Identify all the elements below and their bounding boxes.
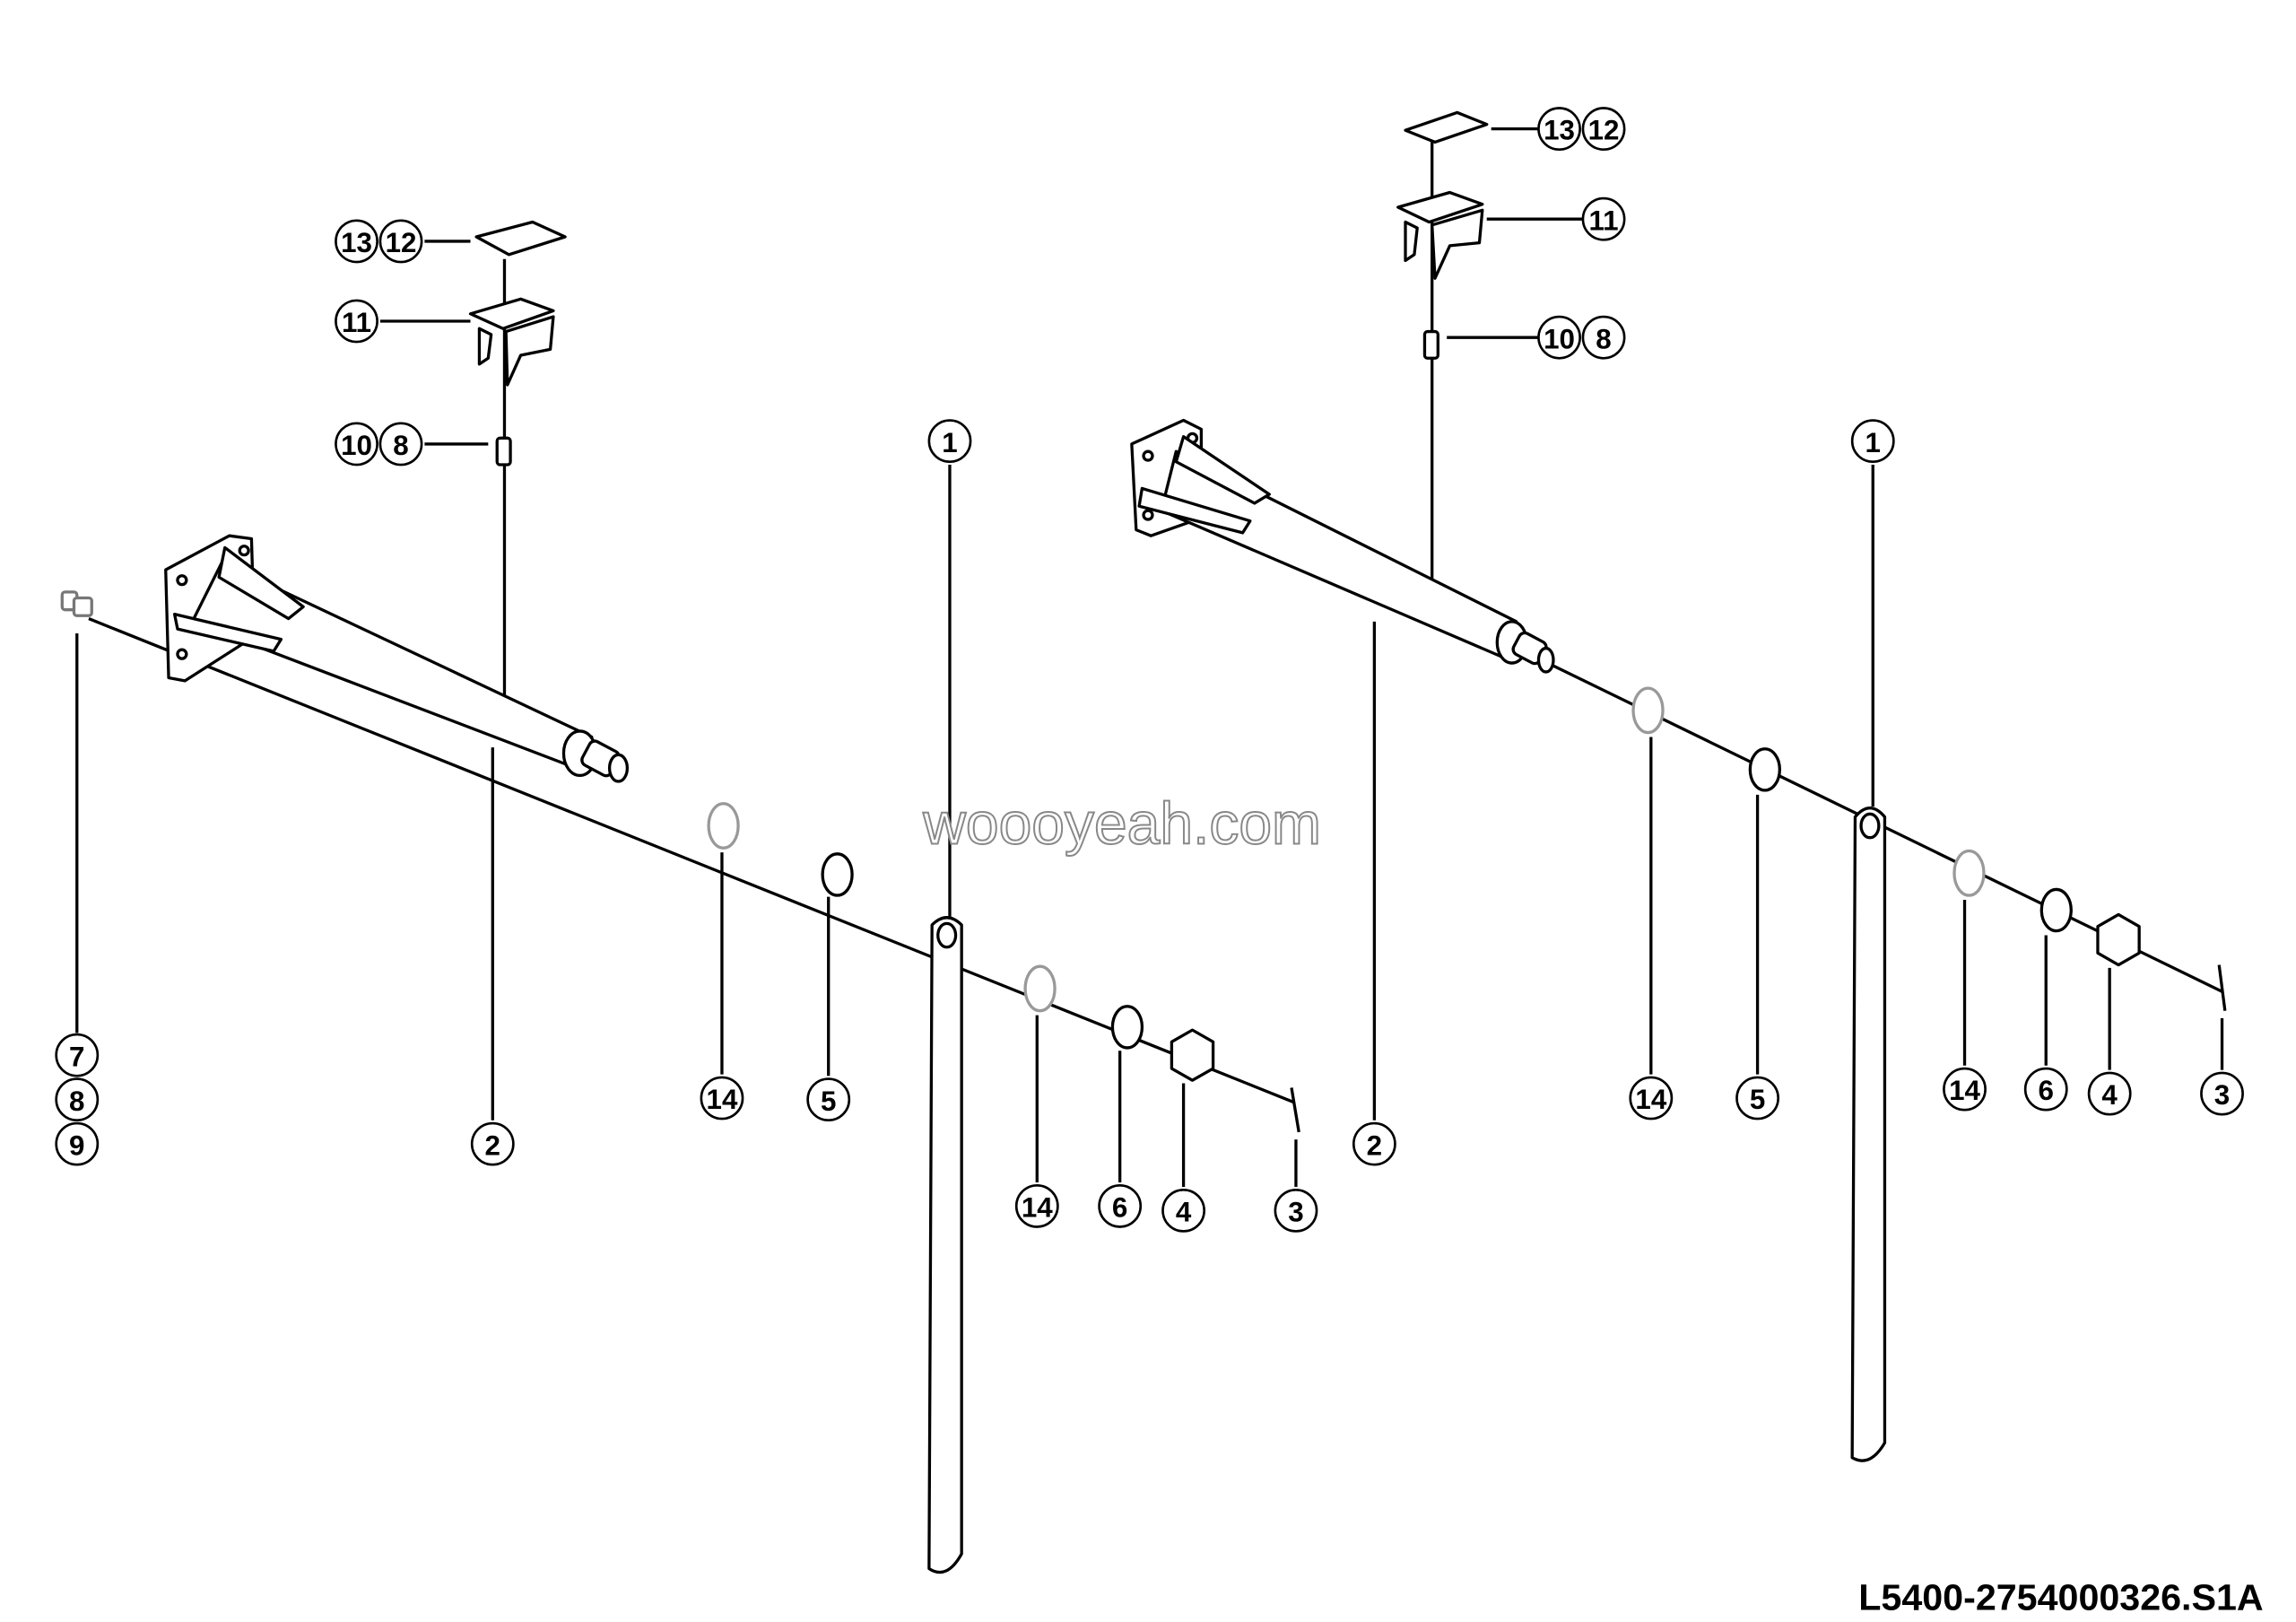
svg-text:1: 1 (942, 427, 957, 458)
callout-1: 1 (927, 419, 972, 464)
callout-1: 1 (1850, 419, 1895, 464)
callout-2: 2 (470, 1121, 515, 1166)
svg-text:6: 6 (2039, 1075, 2054, 1106)
right-assembly: 13 12 11 10 8 1 2 14 5 14 6 4 3 (1130, 107, 2244, 1462)
svg-text:1: 1 (1866, 427, 1881, 458)
callout-5: 5 (806, 1077, 851, 1122)
svg-text:5: 5 (821, 1086, 836, 1117)
washer (1631, 686, 1665, 735)
svg-text:8: 8 (69, 1086, 84, 1117)
svg-text:2: 2 (485, 1129, 500, 1161)
shim (1404, 110, 1489, 144)
callout-2: 2 (1352, 1121, 1396, 1166)
callout-11: 11 (1581, 196, 1626, 241)
callout-13: 13 (335, 219, 378, 264)
bracket (468, 297, 555, 387)
svg-text:12: 12 (386, 227, 417, 258)
callout-9: 9 (55, 1121, 100, 1166)
svg-text:11: 11 (1588, 205, 1618, 236)
callout-5: 5 (1735, 1076, 1779, 1121)
callout-8: 8 (378, 422, 423, 467)
cotter-pin (2217, 964, 2227, 1011)
callout-4: 4 (2087, 1071, 2132, 1116)
callout-8: 8 (1581, 315, 1626, 360)
callout-14: 14 (1629, 1076, 1674, 1121)
callout-6: 6 (1098, 1184, 1143, 1228)
svg-text:10: 10 (1544, 323, 1575, 354)
callout-10: 10 (1537, 315, 1581, 360)
svg-text:14: 14 (1949, 1075, 1980, 1106)
callout-6: 6 (2023, 1067, 2068, 1112)
svg-text:3: 3 (2214, 1079, 2230, 1111)
callout-3: 3 (2200, 1071, 2244, 1116)
callout-13: 13 (1537, 107, 1581, 151)
arm (927, 916, 963, 1574)
washer (821, 852, 854, 897)
bracket (1396, 190, 1484, 280)
bolt (1422, 329, 1439, 360)
washer (1952, 849, 1986, 897)
svg-text:13: 13 (1544, 115, 1575, 146)
svg-text:6: 6 (1112, 1192, 1127, 1224)
callout-10: 10 (335, 422, 378, 467)
washer (707, 802, 740, 850)
castle-nut (2096, 912, 2141, 967)
watermark: woooyeah.com (922, 789, 1321, 856)
callout-4: 4 (1161, 1188, 1205, 1233)
washer (2039, 887, 2073, 933)
svg-text:5: 5 (1750, 1084, 1765, 1115)
svg-text:4: 4 (2101, 1079, 2118, 1111)
washer (1748, 747, 1781, 792)
svg-text:3: 3 (1288, 1197, 1303, 1228)
callout-3: 3 (1274, 1188, 1318, 1233)
svg-text:8: 8 (1596, 323, 1611, 354)
callout-12: 12 (1581, 107, 1626, 151)
callout-14: 14 (700, 1076, 744, 1121)
axle-stub-left (164, 534, 630, 783)
svg-text:4: 4 (1176, 1197, 1192, 1228)
callout-12: 12 (378, 219, 423, 264)
shim (474, 220, 567, 257)
cotter-pin (1290, 1087, 1300, 1133)
svg-text:14: 14 (1022, 1192, 1053, 1224)
svg-text:13: 13 (341, 227, 372, 258)
washer (1110, 1005, 1144, 1050)
svg-text:11: 11 (342, 307, 371, 338)
svg-text:9: 9 (69, 1129, 84, 1161)
axle-stub-right (1130, 418, 1555, 674)
svg-text:10: 10 (341, 430, 372, 461)
svg-text:2: 2 (1367, 1129, 1382, 1161)
bolt (495, 436, 512, 467)
callout-14: 14 (1943, 1067, 1987, 1112)
svg-text:7: 7 (69, 1041, 84, 1072)
castle-nut (1170, 1028, 1215, 1082)
svg-text:14: 14 (1635, 1084, 1666, 1115)
svg-text:14: 14 (707, 1084, 738, 1115)
callout-8: 8 (55, 1077, 100, 1122)
washer (1023, 964, 1057, 1013)
svg-text:8: 8 (393, 430, 408, 461)
grease-nipple (60, 590, 93, 617)
callout-7: 7 (55, 1033, 100, 1077)
callout-11: 11 (335, 299, 378, 344)
callout-14: 14 (1014, 1184, 1059, 1228)
svg-text:12: 12 (1588, 115, 1620, 146)
left-assembly: 13 12 11 10 8 1 7 8 9 2 14 5 14 6 4 3 (55, 219, 1318, 1574)
arm (1850, 807, 1887, 1462)
drawing-code: L5400-2754000326.S1A (1858, 1577, 2263, 1618)
